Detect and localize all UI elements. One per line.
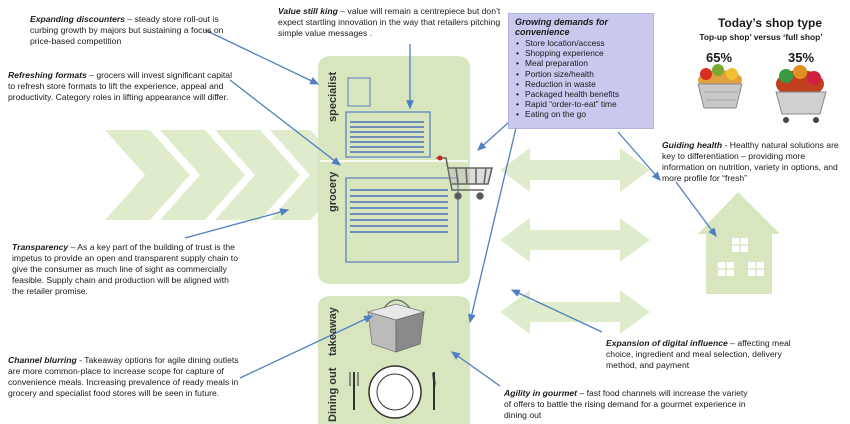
title-expanding: Expanding discounters [30, 14, 126, 24]
specialist-card-lines [350, 121, 424, 153]
body-value: – value will remain a centrepiece but do… [278, 6, 501, 38]
convenience-item: Shopping experience [516, 48, 647, 58]
convenience-item: Packaged health benefits [516, 89, 647, 99]
arrow-refreshing [229, 79, 342, 166]
body-digital: – affecting meal choice, ingredient and … [606, 338, 791, 370]
house-icon [698, 192, 780, 294]
arrow-digital [617, 131, 661, 181]
convenience-item: Portion size/health [516, 69, 647, 79]
title-channel: Channel blurring [8, 355, 77, 365]
arrow-agility [450, 351, 501, 387]
basket-icon [697, 64, 743, 109]
text-channel-blurring: Channel blurring - Takeaway options for … [8, 355, 244, 399]
convenience-item: Rapid “order-to-eat” time [516, 99, 647, 109]
convenience-box: Growing demands for convenience Store lo… [508, 13, 654, 129]
title-guiding: Guiding health [662, 140, 723, 150]
cart-handle-icon [437, 155, 443, 161]
grocery-card-lines [350, 189, 448, 233]
convenience-item: Eating on the go [516, 109, 647, 119]
body-transparency: – As a key part of the building of trust… [12, 242, 238, 296]
shopping-cart-icon [436, 157, 494, 200]
body-agility: – fast food channels will increase the v… [504, 388, 748, 420]
body-expanding: – steady store roll-out is curbing growt… [30, 14, 224, 46]
takeaway-box-icon [366, 299, 426, 353]
arrow-digital-up [510, 289, 603, 333]
text-value-still-king: Value still king – value will remain a c… [278, 6, 504, 39]
title-transparency: Transparency [12, 242, 69, 252]
body-refreshing: – grocers will invest significant capita… [8, 70, 232, 102]
chevron-band [105, 130, 330, 220]
specialist-card [345, 111, 431, 158]
label-takeaway: takeaway [327, 307, 339, 356]
convenience-item: Store location/access [516, 38, 647, 48]
text-refreshing-formats: Refreshing formats – grocers will invest… [8, 70, 240, 103]
arrow-transparency [184, 208, 290, 239]
arrow-channel [239, 315, 374, 379]
text-digital-influence: Expansion of digital influence – affecti… [606, 338, 802, 371]
arrow-guiding [675, 181, 717, 238]
trolley-icon [775, 65, 827, 123]
convenience-title: Growing demands for convenience [515, 17, 609, 37]
double-arrows [500, 148, 650, 334]
label-dining-out: Dining out [327, 367, 339, 422]
label-specialist: specialist [327, 71, 339, 122]
title-digital: Expansion of digital influence [606, 338, 728, 348]
text-transparency: Transparency – As a key part of the buil… [12, 242, 240, 297]
arrow-expanding [204, 29, 320, 85]
convenience-list: Store location/access Shopping experienc… [515, 38, 647, 120]
specialist-small-card [347, 77, 371, 107]
shop-type-subtitle: Top-up shop’ versus ‘full shop’ [699, 32, 823, 42]
title-value: Value still king [278, 6, 338, 16]
top-up-percentage: 65% [706, 50, 733, 65]
label-grocery: grocery [327, 171, 339, 212]
full-shop-percentage: 35% [788, 50, 815, 65]
takeaway-dining-shape [318, 296, 470, 424]
body-guiding: - Healthy natural solutions are key to d… [662, 140, 839, 183]
text-guiding-health: Guiding health - Healthy natural solutio… [662, 140, 848, 184]
title-agility: Agility in gourmet [504, 388, 578, 398]
title-refreshing: Refreshing formats [8, 70, 87, 80]
shop-type-title: Today’s shop type [717, 16, 822, 30]
connector-arrows [184, 29, 717, 387]
body-channel: - Takeaway options for agile dining outl… [8, 355, 239, 398]
dinner-plate-icon [349, 365, 436, 419]
convenience-item: Reduction in waste [516, 79, 647, 89]
convenience-item: Meal preparation [516, 58, 647, 68]
text-agility-gourmet: Agility in gourmet – fast food channels … [504, 388, 752, 421]
text-expanding-discounters: Expanding discounters – steady store rol… [30, 14, 230, 47]
